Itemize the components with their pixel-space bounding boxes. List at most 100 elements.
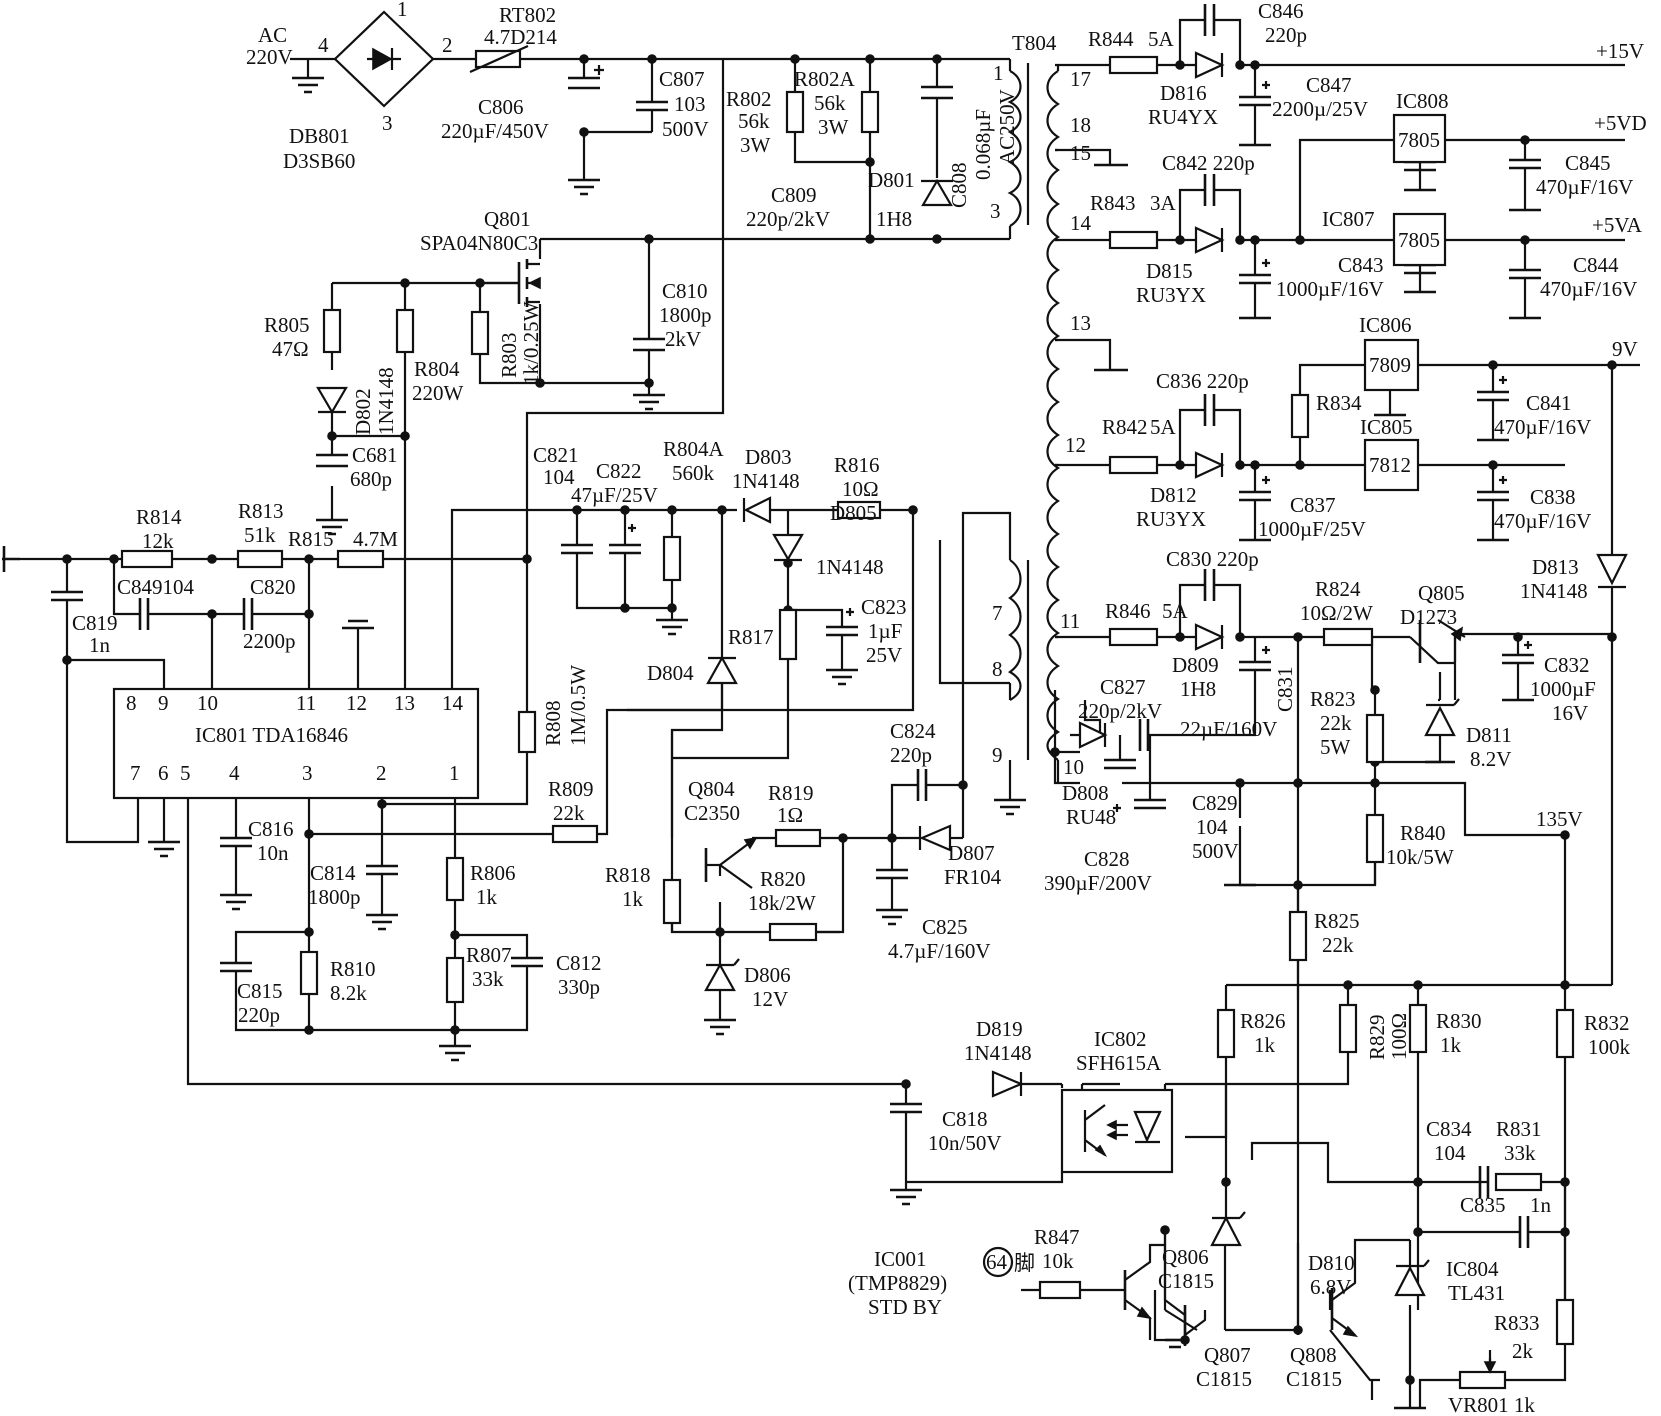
c810-ref: C810 (662, 279, 708, 303)
r823-ref: R823 (1310, 687, 1356, 711)
ic001-pin-suffix: 脚 (1014, 1251, 1035, 1275)
c814-ref: C814 (310, 861, 356, 885)
ic801-pin7: 7 (130, 761, 141, 785)
d801-ref: D801 (868, 168, 915, 192)
c821-value: 104 (543, 465, 575, 489)
c842-ref: C842 220p (1162, 151, 1255, 175)
r816-value: 10Ω (842, 477, 879, 501)
r804-value: 220W (412, 381, 464, 405)
r818-ref: R818 (605, 863, 651, 887)
d811-ref: D811 (1466, 723, 1512, 747)
r817-ref: R817 (728, 625, 774, 649)
c825-value: 4.7µF/160V (888, 939, 991, 963)
c828-value: 390µF/200V (1044, 871, 1152, 895)
c843-ref: C843 (1338, 253, 1384, 277)
transistor-q804 (704, 836, 758, 882)
c825-ref: C825 (922, 915, 968, 939)
t804-pin14: 14 (1070, 211, 1092, 235)
r840-value: 10k/5W (1386, 845, 1454, 869)
regulator-boxes (1363, 113, 1447, 492)
ic802-ref: IC802 (1094, 1027, 1147, 1051)
ic808-ref: IC808 (1396, 89, 1449, 113)
q808-value: C1815 (1286, 1367, 1342, 1391)
r818-value: 1k (622, 887, 644, 911)
ic801-pin6: 6 (158, 761, 169, 785)
c837-value: 1000µF/25V (1258, 517, 1366, 541)
ic801-pin3: 3 (302, 761, 313, 785)
ic001-function: STD BY (868, 1295, 942, 1319)
r803-ref: R803 (497, 332, 521, 378)
c843-value: 1000µF/16V (1276, 277, 1384, 301)
d810-value: 6.8V (1310, 1275, 1351, 1299)
rt802-value: 4.7D214 (484, 25, 557, 49)
r843-value: 3A (1150, 191, 1177, 215)
c808-voltage: AC250V (995, 89, 1019, 165)
c834-value: 104 (1434, 1141, 1466, 1165)
c681-ref: C681 (352, 443, 398, 467)
d807-value: FR104 (944, 865, 1002, 889)
t804-pin15: 15 (1070, 141, 1091, 165)
ic801-pin14: 14 (442, 691, 464, 715)
r826-value: 1k (1254, 1033, 1276, 1057)
r830-value: 1k (1440, 1033, 1462, 1057)
d809-ref: D809 (1172, 653, 1219, 677)
d819-value: 1N4148 (964, 1041, 1032, 1065)
r829-value: 100Ω (1387, 1013, 1411, 1060)
ic801-name: IC801 TDA16846 (195, 723, 348, 747)
r831-ref: R831 (1496, 1117, 1542, 1141)
r840-ref: R840 (1400, 821, 1446, 845)
d806-value: 12V (752, 987, 788, 1011)
c838-value: 470µF/16V (1494, 509, 1591, 533)
d812-ref: D812 (1150, 483, 1197, 507)
ground-symbols (2, 76, 1541, 1410)
r843-ref: R843 (1090, 191, 1136, 215)
rail-135v: 135V (1536, 807, 1583, 831)
t804-pin9: 9 (992, 743, 1003, 767)
q801-value: SPA04N80C3 (420, 231, 538, 255)
d813-ref: D813 (1532, 555, 1579, 579)
d815-ref: D815 (1146, 259, 1193, 283)
ic806-value: 7809 (1369, 353, 1411, 377)
t804-pin12: 12 (1065, 433, 1086, 457)
ic805-ref: IC805 (1360, 415, 1413, 439)
r824-value: 10Ω/2W (1300, 601, 1373, 625)
r815-value: 4.7M (353, 527, 398, 551)
ic806-ref: IC806 (1359, 313, 1412, 337)
c822-ref: C822 (596, 459, 642, 483)
ic001-pin-number: 64 (986, 1250, 1008, 1274)
rt802-ref: RT802 (499, 3, 556, 27)
labels: AC 220V 1 2 3 4 DB801 D3SB60 RT802 4.7D2… (72, 0, 1647, 1416)
r808-ref: R808 (541, 700, 565, 746)
d805-value: 1N4148 (816, 555, 884, 579)
ic807-ref: IC807 (1322, 207, 1375, 231)
r833-value: 2k (1512, 1339, 1534, 1363)
r847-value: 10k (1042, 1249, 1074, 1273)
c806-ref: C806 (478, 95, 524, 119)
ic801-pin9: 9 (158, 691, 169, 715)
d815-value: RU3YX (1136, 283, 1206, 307)
db801-pin2: 2 (442, 33, 453, 57)
r806-ref: R806 (470, 861, 516, 885)
r805-value: 47Ω (272, 337, 309, 361)
c832-value: 1000µF (1530, 677, 1596, 701)
c832-ref: C832 (1544, 653, 1590, 677)
c844-ref: C844 (1573, 253, 1619, 277)
r846-value: 5A (1162, 599, 1189, 623)
rail-15v: +15V (1596, 39, 1644, 63)
c837-ref: C837 (1290, 493, 1336, 517)
ic804-ref: IC804 (1446, 1257, 1499, 1281)
c822-value: 47µF/25V (571, 483, 658, 507)
q806-value: C1815 (1158, 1269, 1214, 1293)
r833-ref: R833 (1494, 1311, 1540, 1335)
c810-voltage: 2kV (665, 327, 701, 351)
t804-pin18: 18 (1070, 113, 1091, 137)
ic801-pin11: 11 (296, 691, 316, 715)
c820-ref: C820 (250, 575, 296, 599)
ic801-pin5: 5 (180, 761, 191, 785)
c829-value: 104 (1196, 815, 1228, 839)
r802-ref: R802 (726, 87, 772, 111)
q807-ref: Q807 (1204, 1343, 1251, 1367)
r810-value: 8.2k (330, 981, 367, 1005)
c818-value: 10n/50V (928, 1131, 1002, 1155)
